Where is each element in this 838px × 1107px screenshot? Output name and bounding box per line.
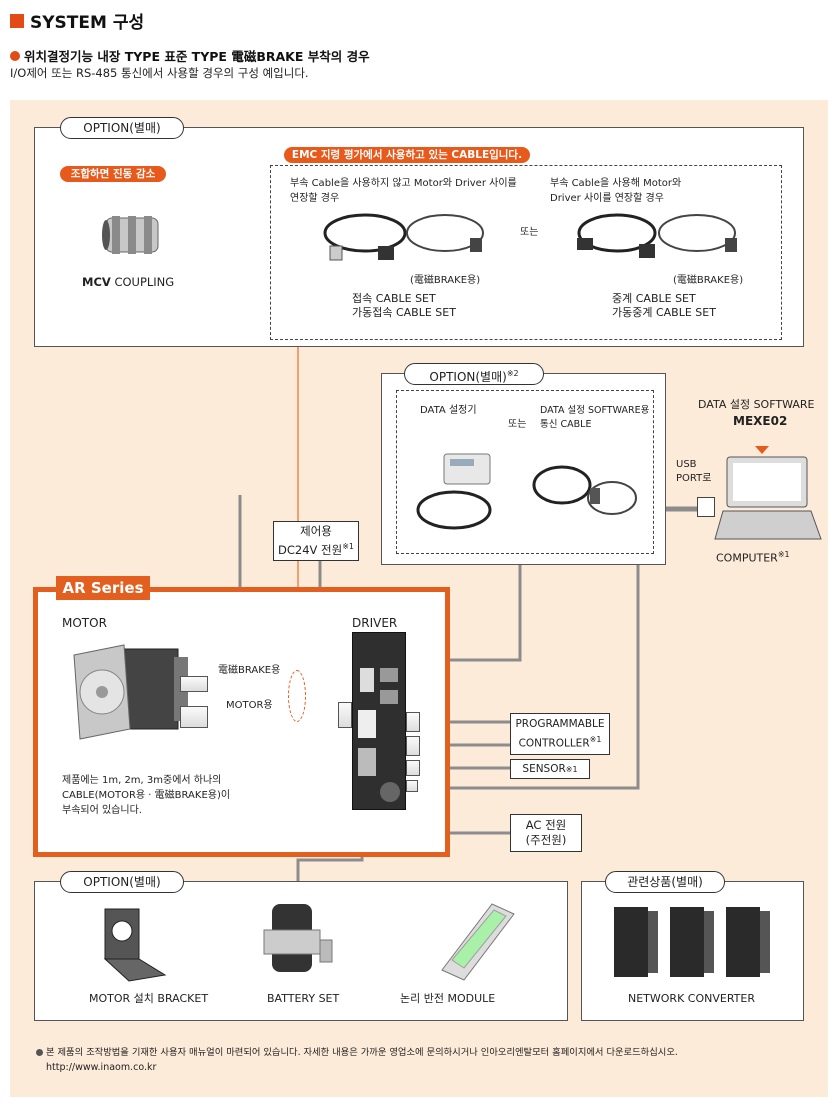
- left-set-1: 접속 CABLE SET: [352, 292, 436, 305]
- logic-module-image: [441, 903, 515, 981]
- relay-cable-image: [577, 213, 737, 258]
- connection-cable-image: [323, 213, 484, 261]
- bracket-label: MOTOR 설치 BRACKET: [89, 992, 209, 1005]
- driver-label: DRIVER: [352, 616, 398, 630]
- data-cable-label-2: 통신 CABLE: [540, 419, 592, 430]
- ar-note-2: CABLE(MOTOR용 · 電磁BRAKE용)이: [62, 790, 231, 801]
- or-text-data: 또는: [508, 419, 527, 430]
- footer-bullet-icon: [36, 1049, 43, 1056]
- right-desc-2: Driver 사이를 연장할 경우: [550, 193, 664, 204]
- emc-badge: EMC 지령 평가에서 사용하고 있는 CABLE입니다.: [284, 147, 530, 163]
- arrow-down-icon: [755, 446, 769, 454]
- brake-note-left: (電磁BRAKE용): [410, 275, 481, 286]
- option-top-panel: [34, 127, 804, 347]
- driver-port-1: [360, 668, 374, 692]
- or-text-top: 또는: [520, 227, 539, 238]
- driver-port-3: [380, 690, 398, 704]
- right-desc-1: 부속 Cable을 사용해 Motor와: [550, 178, 682, 189]
- cable-bundle-marker: [288, 670, 306, 722]
- battery-set-image: [263, 904, 333, 972]
- driver-port-5: [358, 748, 376, 776]
- software-name: MEXE02: [733, 414, 788, 428]
- coupling-name: MCV COUPLING: [82, 275, 175, 289]
- footer-url[interactable]: http://www.inaom.co.kr: [46, 1062, 157, 1073]
- cable-set-group: [270, 165, 782, 340]
- bullet-icon: [10, 50, 20, 61]
- left-desc-1: 부속 Cable을 사용하지 않고 Motor와 Driver 사이를: [290, 178, 517, 189]
- related-label: 관련상품(별매): [605, 871, 725, 893]
- sensor-box: SENSOR※1: [510, 759, 590, 779]
- title-square-icon: [10, 13, 24, 28]
- plc-box: PROGRAMMABLE CONTROLLER※1: [510, 713, 610, 755]
- driver-io-connector-2: [406, 736, 420, 756]
- driver-io-connector-4: [406, 780, 418, 792]
- battery-label: BATTERY SET: [267, 992, 340, 1005]
- data-cable-image: [532, 465, 637, 515]
- section-subheading: 위치결정기능 내장 TYPE 표준 TYPE 電磁BRAKE 부착의 경우: [10, 46, 370, 65]
- driver-io-connector-3: [406, 760, 420, 776]
- ac-power-box: AC 전원 (주전원): [510, 814, 582, 852]
- motor-connector: [180, 706, 208, 728]
- right-set-1: 중계 CABLE SET: [612, 292, 696, 305]
- right-set-2: 가동중계 CABLE SET: [612, 306, 716, 319]
- data-cable-label-1: DATA 설정 SOFTWARE용: [540, 405, 650, 416]
- left-set-2: 가동접속 CABLE SET: [352, 306, 456, 319]
- data-setter-label: DATA 설정기: [420, 405, 477, 416]
- coupling-image: [102, 216, 159, 254]
- data-tools-group: [396, 390, 654, 554]
- driver-port-6: [380, 782, 400, 802]
- ar-note-1: 제품에는 1m, 2m, 3m중에서 하나의: [62, 775, 222, 786]
- data-setter-image: [416, 453, 492, 530]
- usb-label-1: USB: [676, 459, 697, 470]
- page-title: SYSTEM 구성: [10, 8, 144, 33]
- driver-motor-connector: [338, 702, 352, 728]
- footer-note: 본 제품의 조작방법을 기재한 사용자 매뉴얼이 마련되어 있습니다. 자세한 …: [36, 1046, 678, 1060]
- ar-note-3: 부속되어 있습니다.: [62, 805, 142, 816]
- option-top-label: OPTION(별매): [60, 117, 184, 139]
- software-label: DATA 설정 SOFTWARE: [698, 398, 815, 411]
- section-description: I/O제어 또는 RS-485 통신에서 사용할 경우의 구성 예입니다.: [10, 66, 309, 80]
- motor-image: [73, 644, 188, 740]
- driver-io-connector-1: [406, 712, 420, 732]
- usb-label-2: PORT로: [676, 473, 712, 484]
- motor-cable-label: MOTOR용: [226, 700, 273, 711]
- brake-cable-label: 電磁BRAKE용: [218, 665, 281, 676]
- brake-connector: [180, 676, 208, 692]
- usb-connector: [697, 497, 715, 517]
- motor-bracket-image: [103, 908, 167, 982]
- driver-port-2: [380, 668, 398, 682]
- computer-label: COMPUTER※1: [716, 550, 790, 565]
- computer-image: [714, 456, 822, 540]
- network-converter-label: NETWORK CONVERTER: [628, 992, 755, 1005]
- motor-label: MOTOR: [62, 616, 107, 630]
- option-data-label: OPTION(별매)※2: [404, 363, 544, 385]
- left-desc-2: 연장할 경우: [290, 193, 340, 204]
- brake-note-right: (電磁BRAKE용): [673, 275, 744, 286]
- coupling-badge: 조합하면 진동 감소: [60, 166, 166, 182]
- dc24v-power-box: 제어용 DC24V 전원※1: [273, 521, 359, 561]
- logic-module-label: 논리 반전 MODULE: [400, 992, 496, 1005]
- network-converter-image: [614, 907, 770, 977]
- option-bottom-label: OPTION(별매): [60, 871, 184, 893]
- driver-port-4: [358, 710, 376, 738]
- ar-series-label: AR Series: [56, 576, 150, 600]
